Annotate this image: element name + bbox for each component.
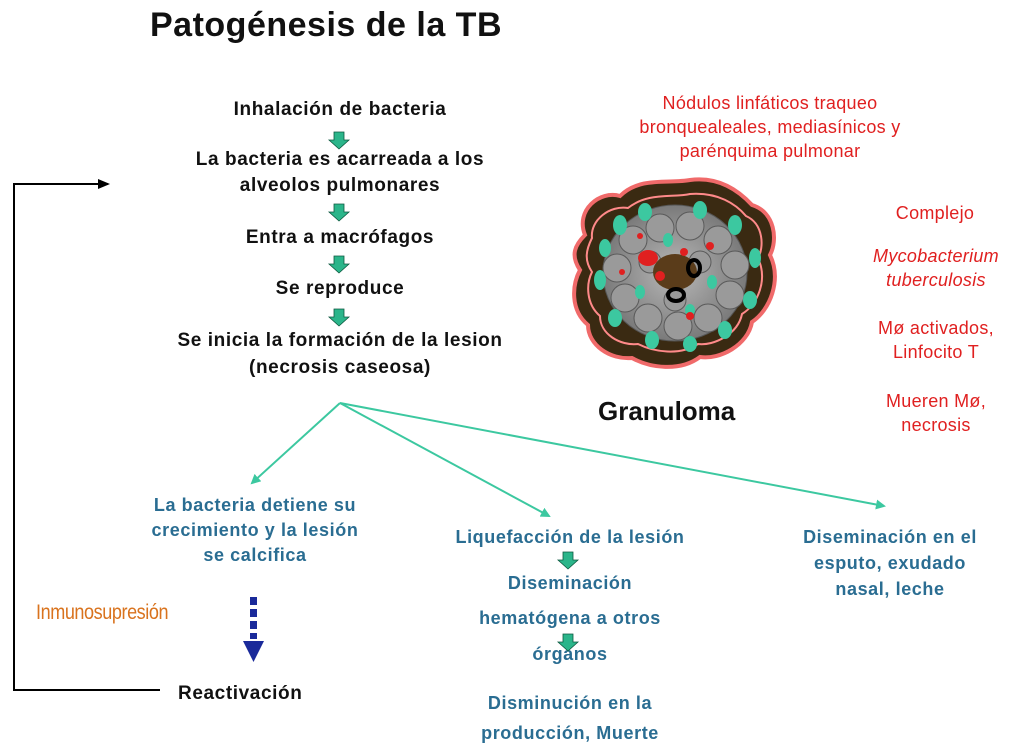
branch-middle-line-3: hematógena a otros	[479, 608, 661, 628]
step-macrofagos: Entra a macrófagos	[245, 227, 435, 248]
branch-right-line-2: esputo, exudado	[813, 553, 966, 573]
branch-right-line-1: Diseminación en el	[803, 527, 977, 547]
branch-middle-line-2: Diseminación	[507, 573, 633, 593]
note-linfocito: Linfocito T	[892, 342, 979, 362]
note-mycobacterium: Mycobacterium	[873, 246, 999, 266]
lymph-nodes-line-3: parénquima pulmonar	[679, 141, 861, 161]
note-mo-activados: Mø activados,	[878, 318, 994, 338]
granuloma-red-bacteria	[619, 233, 714, 320]
granuloma-label: Granuloma	[598, 396, 736, 426]
step-arrow-6	[556, 633, 580, 652]
branch-middle-line-6: producción, Muerte	[481, 723, 659, 743]
granuloma-dark-bacteria	[666, 258, 702, 303]
note-tuberculosis: tuberculosis	[886, 270, 986, 290]
reactivation-loop	[13, 179, 160, 691]
lymph-nodes-line-1: Nódulos linfáticos traqueo	[662, 93, 878, 113]
granuloma-cells	[602, 211, 750, 341]
note-necrosis: necrosis	[901, 415, 971, 435]
step-reproduce: Se reproduce	[275, 278, 405, 299]
fan-connectors	[250, 402, 886, 517]
connector-middle	[339, 402, 551, 517]
step-lesion-1: Se inicia la formación de la lesion	[177, 330, 503, 351]
branch-middle-line-1: Liquefacción de la lesión	[455, 527, 685, 547]
page-title: Patogénesis de la TB	[150, 6, 502, 44]
branch-right-line-3: nasal, leche	[835, 579, 945, 599]
step-arrow-2	[327, 203, 351, 222]
step-arrow-5	[556, 551, 580, 570]
branch-left-line-2: crecimiento y la lesión	[151, 520, 359, 540]
branch-left-line-3: se calcifica	[203, 545, 307, 565]
step-inhalacion: Inhalación de bacteria	[233, 99, 447, 120]
lymph-nodes-line-2: bronquealeales, mediasínicos y	[639, 117, 901, 137]
note-mueren: Mueren Mø,	[885, 391, 987, 411]
branch-left-line-1: La bacteria detiene su	[153, 495, 357, 515]
step-acarreada-1: La bacteria es acarreada a los	[195, 149, 485, 170]
step-acarreada-2: alveolos pulmonares	[239, 175, 441, 196]
connector-right	[339, 402, 886, 510]
step-arrow-4	[327, 308, 351, 327]
dashed-arrow	[243, 597, 264, 662]
inmunosupresion-label: Inmunosupresión	[36, 601, 169, 624]
step-lesion-2: (necrosis caseosa)	[249, 357, 431, 378]
branch-middle-line-5: Disminución en la	[487, 693, 653, 713]
granuloma-illustration	[572, 177, 777, 369]
granuloma-necrosis	[653, 254, 697, 290]
note-complejo: Complejo	[895, 203, 975, 223]
reactivacion-label: Reactivación	[178, 683, 303, 704]
step-arrow-1	[327, 131, 351, 150]
connector-left	[250, 402, 341, 485]
step-arrow-3	[327, 255, 351, 274]
step-arrows	[327, 131, 580, 652]
branch-middle-line-4: órganos	[532, 644, 608, 664]
